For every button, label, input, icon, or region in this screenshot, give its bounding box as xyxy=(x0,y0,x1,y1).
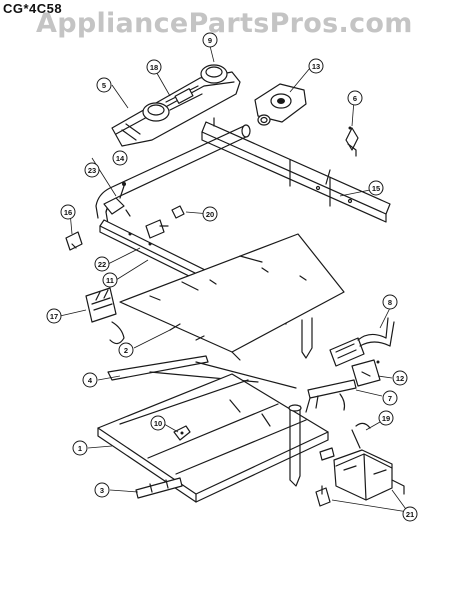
callout-label: 19 xyxy=(382,414,390,423)
callout-23: 23 xyxy=(84,162,100,178)
top-burner-assembly xyxy=(111,64,241,147)
small-valve xyxy=(345,126,359,157)
thermostat-module xyxy=(85,287,125,345)
callout-label: 16 xyxy=(64,208,72,217)
oven-bottom-panel xyxy=(97,373,329,503)
callout-20: 20 xyxy=(202,206,218,222)
callout-15: 15 xyxy=(368,180,384,196)
callout-6: 6 xyxy=(347,90,363,106)
callout-label: 14 xyxy=(116,154,125,163)
callout-1: 1 xyxy=(72,440,88,456)
callout-4: 4 xyxy=(82,372,98,388)
screw-clip xyxy=(173,425,191,441)
callout-3: 3 xyxy=(94,482,110,498)
callout-8: 8 xyxy=(382,294,398,310)
callout-label: 20 xyxy=(206,210,214,219)
broil-burner-bar xyxy=(107,355,297,389)
callout-label: 6 xyxy=(353,94,357,103)
callout-5: 5 xyxy=(96,77,112,93)
callout-12: 12 xyxy=(392,370,408,386)
callout-19: 19 xyxy=(378,410,394,426)
callout-label: 15 xyxy=(372,184,380,193)
manifold-valves xyxy=(65,182,185,251)
callout-label: 9 xyxy=(208,36,212,45)
callout-label: 4 xyxy=(88,376,93,385)
callout-label: 23 xyxy=(88,166,96,175)
callout-label: 7 xyxy=(388,394,392,403)
callout-13: 13 xyxy=(308,58,324,74)
callout-label: 3 xyxy=(100,486,104,495)
orifice-bracket xyxy=(305,379,357,413)
callout-22: 22 xyxy=(94,256,110,272)
callout-label: 1 xyxy=(78,444,82,453)
mounting-bracket xyxy=(201,117,391,223)
callout-label: 18 xyxy=(150,63,158,72)
callout-10: 10 xyxy=(150,415,166,431)
callout-17: 17 xyxy=(46,308,62,324)
callout-label: 21 xyxy=(406,510,414,519)
oven-burner-shield xyxy=(119,233,345,361)
callout-label: 12 xyxy=(396,374,404,383)
callout-label: 2 xyxy=(124,346,128,355)
callout-label: 5 xyxy=(102,81,106,90)
callout-11: 11 xyxy=(102,272,118,288)
single-burner xyxy=(254,83,307,126)
callout-7: 7 xyxy=(382,390,398,406)
callout-label: 17 xyxy=(50,312,58,321)
cover-plate xyxy=(351,359,381,387)
callout-label: 22 xyxy=(98,260,106,269)
model-number: CG*4C58 xyxy=(3,1,63,16)
watermark: AppliancePartsPros.com xyxy=(36,8,413,39)
gas-valve-assembly xyxy=(315,422,405,507)
lower-bracket xyxy=(135,477,183,499)
callout-21: 21 xyxy=(402,506,418,522)
callout-label: 10 xyxy=(154,419,162,428)
callout-label: 11 xyxy=(106,276,114,285)
callout-14: 14 xyxy=(112,150,128,166)
callout-16: 16 xyxy=(60,204,76,220)
callout-label: 8 xyxy=(388,298,392,307)
igniter xyxy=(329,317,395,367)
callout-label: 13 xyxy=(312,62,320,71)
vertical-tube xyxy=(288,317,313,487)
callout-2: 2 xyxy=(118,342,134,358)
callout-18: 18 xyxy=(146,59,162,75)
callout-9: 9 xyxy=(202,32,218,48)
